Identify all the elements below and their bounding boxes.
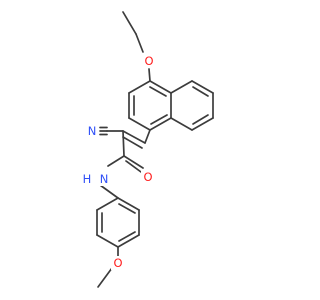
atom-h-amide: H xyxy=(83,172,92,186)
bond-naph-b4 xyxy=(191,117,214,131)
bond-naph-b4-inner xyxy=(192,114,209,125)
atom-labels: O N O N H O xyxy=(81,54,156,270)
bond-ar1-inner xyxy=(118,203,136,214)
bond-naph-b2 xyxy=(191,80,214,94)
atom-o-methoxy: O xyxy=(113,256,122,270)
atom-n-amide: N xyxy=(100,172,109,186)
bond-vinyl-double-inner xyxy=(122,136,143,149)
bond-ch3-ch2 xyxy=(122,11,137,35)
bond-ar1 xyxy=(117,197,140,211)
bond-ar3-inner xyxy=(118,231,136,242)
atom-o-carbonyl: O xyxy=(143,170,152,184)
chemical-structure: O N O N H O xyxy=(81,11,214,288)
bond-naph-a6-inner xyxy=(149,86,167,97)
bond-co-single xyxy=(123,155,144,169)
bond-o-ch3 xyxy=(97,267,113,288)
bond-naph-b2-inner xyxy=(192,86,209,97)
bond-naph-a1 xyxy=(128,80,151,94)
bond-layer xyxy=(96,11,214,288)
bond-naph-a4-inner xyxy=(150,114,168,125)
bond-vinyl-double xyxy=(122,130,146,144)
bond-naph-a6 xyxy=(149,80,172,94)
bond-ch2-o-ethoxy xyxy=(135,33,144,53)
bond-ar4 xyxy=(96,234,119,248)
atom-o-ethoxy: O xyxy=(144,54,153,68)
bond-naph-a4 xyxy=(149,117,172,131)
bond-ar3 xyxy=(117,234,140,248)
bond-n-aryl xyxy=(99,184,119,199)
bond-c-carbonyl xyxy=(122,130,125,157)
bond-ar6 xyxy=(96,197,119,211)
bond-naph-vinyl xyxy=(144,129,151,144)
bond-naph-b1 xyxy=(170,80,193,94)
bond-c-n-amide xyxy=(107,155,125,167)
bond-naph-a3 xyxy=(128,117,151,131)
atom-n-nitrile: N xyxy=(88,124,97,138)
bond-naph-b5 xyxy=(170,117,193,131)
bond-co-double xyxy=(125,160,142,173)
bond-o-ethoxy-c4 xyxy=(148,68,151,82)
